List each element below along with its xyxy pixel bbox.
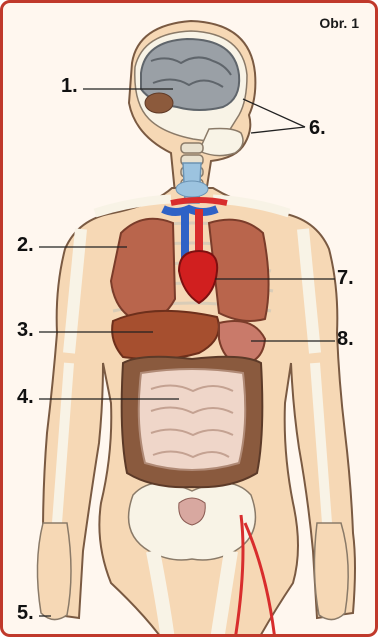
label-5: 5.	[17, 602, 34, 625]
leader-6b	[251, 127, 305, 133]
label-6: 6.	[309, 117, 326, 140]
right-hand	[314, 523, 348, 620]
label-7: 7.	[337, 267, 354, 290]
label-2: 2.	[17, 234, 34, 257]
left-hand	[37, 523, 71, 620]
brain	[141, 39, 239, 113]
thyroid	[176, 181, 208, 197]
left-lung	[111, 219, 175, 323]
human-body-diagram	[3, 3, 378, 637]
label-8: 8.	[337, 328, 354, 351]
leader-6a	[243, 99, 305, 127]
label-1: 1.	[61, 75, 78, 98]
label-4: 4.	[17, 386, 34, 409]
label-3: 3.	[17, 319, 34, 342]
cerebellum	[145, 93, 173, 113]
figure-label: Obr. 1	[319, 15, 359, 31]
